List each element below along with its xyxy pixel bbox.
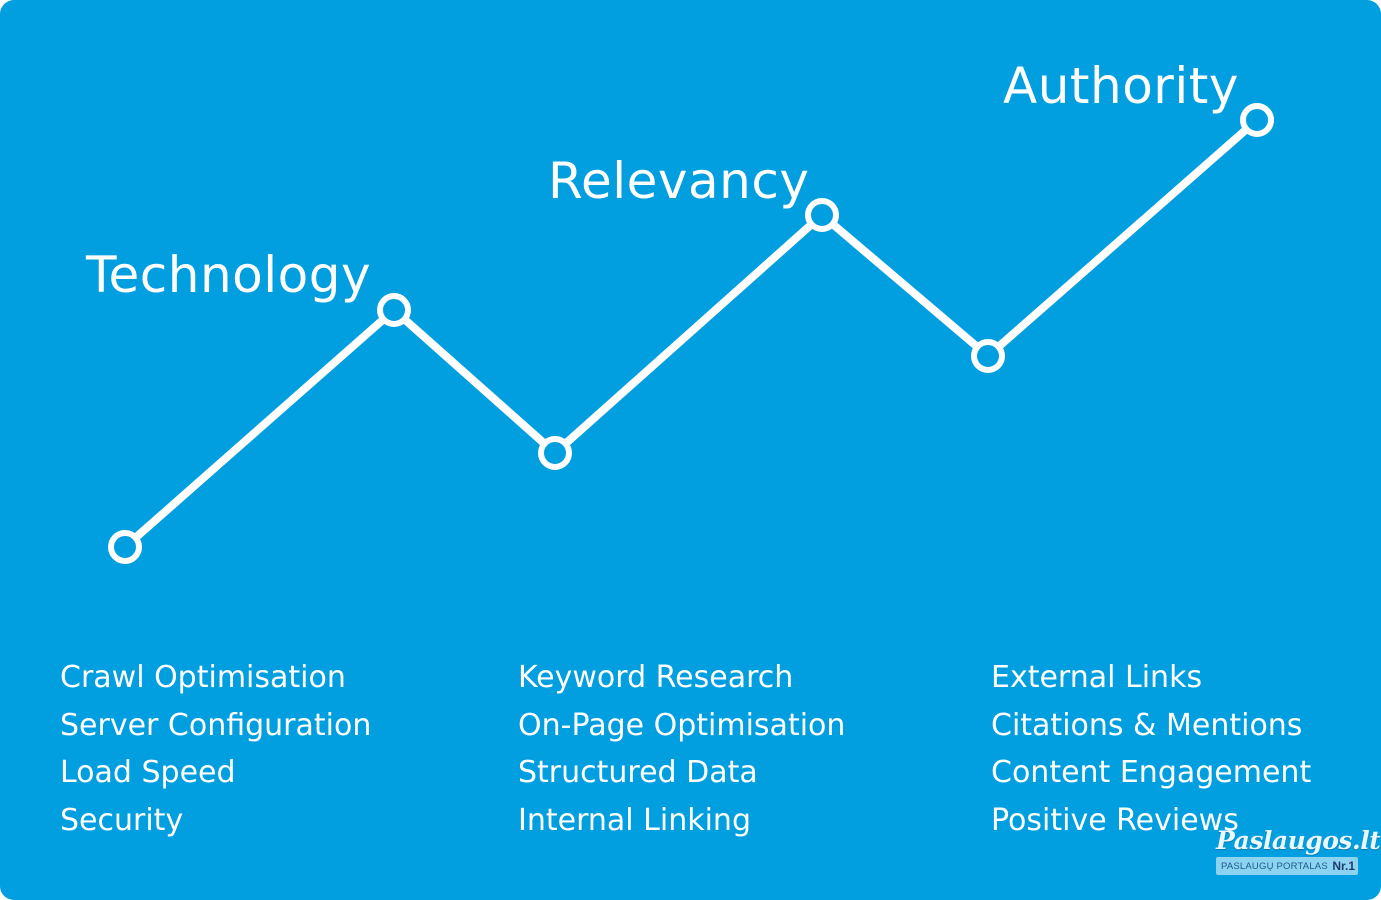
list-item: Structured Data <box>518 755 758 790</box>
relevancy-items-list: Keyword Research On-Page Optimisation St… <box>518 654 845 844</box>
list-item: Internal Linking <box>518 802 751 838</box>
list-item: Server Configuration <box>60 707 372 743</box>
watermark-rank: Nr.1 <box>1332 859 1355 873</box>
watermark-brand: Paslaugos.lt <box>1216 826 1381 855</box>
list-item: Content Engagement <box>991 755 1312 790</box>
circle-node-icon <box>538 436 572 470</box>
authority-items-list: External Links Citations & Mentions Cont… <box>991 654 1311 844</box>
list-item: On-Page Optimisation <box>518 707 846 743</box>
watermark-logo: Paslaugos.lt PASLAUGŲ PORTALAS Nr.1 <box>1216 826 1381 875</box>
list-item: Load Speed <box>60 755 236 790</box>
zigzag-path <box>121 116 1261 551</box>
stage-title-relevancy: Relevancy <box>548 152 810 210</box>
circle-node-icon <box>377 293 411 327</box>
technology-items-list: Crawl Optimisation Server Configuration … <box>60 654 371 844</box>
list-item: Citations & Mentions <box>991 707 1303 743</box>
list-item: External Links <box>991 660 1203 695</box>
circle-node-icon <box>108 530 142 564</box>
circle-node-icon <box>805 198 839 232</box>
watermark-tagline: PASLAUGŲ PORTALAS <box>1221 860 1328 872</box>
list-item: Crawl Optimisation <box>60 660 346 695</box>
circle-node-icon <box>1240 103 1274 137</box>
watermark-bar: PASLAUGŲ PORTALAS Nr.1 <box>1216 857 1358 875</box>
circle-node-icon <box>971 339 1005 373</box>
list-item: Keyword Research <box>518 660 794 695</box>
list-item: Positive Reviews <box>991 802 1239 838</box>
stage-title-technology: Technology <box>86 246 372 304</box>
stage-title-authority: Authority <box>1003 57 1239 115</box>
list-item: Security <box>60 802 184 838</box>
